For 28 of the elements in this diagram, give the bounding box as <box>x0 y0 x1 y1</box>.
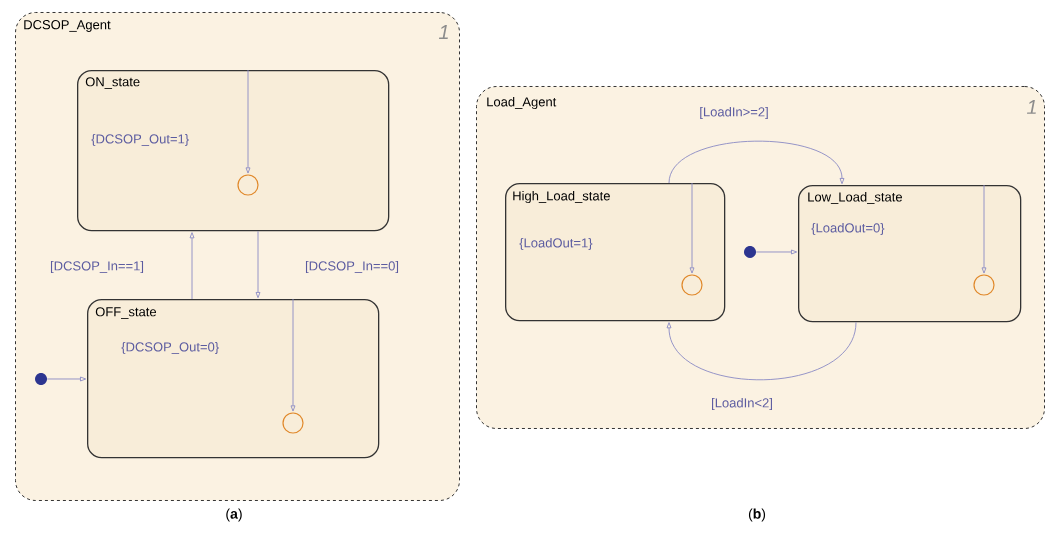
state-name: OFF_state <box>95 307 157 319</box>
junction-circle <box>282 412 304 434</box>
entry-action: {DCSOP_Out=1} <box>91 133 189 147</box>
state-name: Low_Load_state <box>808 192 902 204</box>
state-name: DCSOP_Agent <box>24 20 111 32</box>
corner-number: 1 <box>438 25 448 39</box>
state-name: High_Load_state <box>513 190 610 204</box>
junction-circle <box>237 174 259 196</box>
entry-action: {DCSOP_Out=0} <box>121 341 219 355</box>
transition-arrow <box>46 376 87 382</box>
transition-arrow <box>189 232 195 300</box>
panel-label: (a) <box>226 508 242 522</box>
transition-arrow <box>290 298 296 412</box>
corner-number: 1 <box>1026 100 1036 114</box>
transition-arrow <box>255 230 261 299</box>
state-name: ON_state <box>85 77 140 89</box>
transition-arrow <box>245 69 251 174</box>
junction-circle <box>973 274 995 296</box>
transition-arrow <box>981 184 987 274</box>
transition-arrow <box>689 182 695 274</box>
transition-arrow <box>666 321 857 381</box>
entry-action: {LoadOut=0} <box>811 222 885 236</box>
panel-label: (b) <box>748 508 766 522</box>
junction-circle <box>681 274 703 296</box>
transition-arrow <box>755 249 798 255</box>
transition-arrow <box>668 140 845 185</box>
entry-action: {LoadOut=1} <box>519 237 593 251</box>
state-name: Load_Agent <box>487 96 557 110</box>
